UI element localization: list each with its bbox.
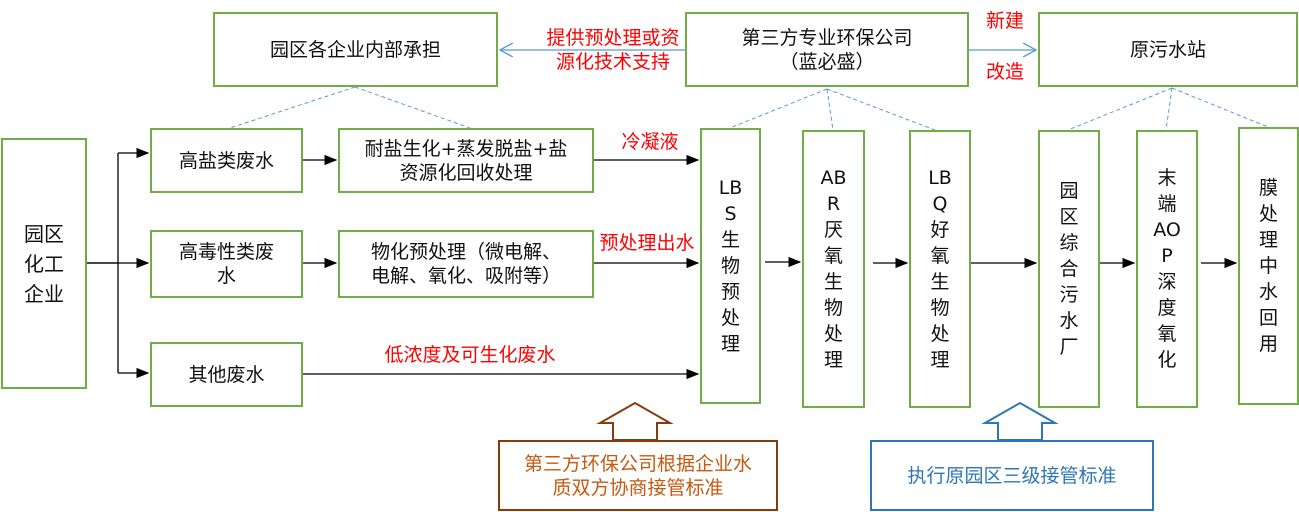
aop-stage-box: 末 端 AO P 深 度 氧 化 [1136,130,1198,408]
lbs-stage-box: LB S 生 物 预 处 理 [700,128,761,404]
up-arrow-brown [596,401,674,441]
other-wastewater-box: 其他废水 [150,342,303,407]
support-label: 提供预处理或资 源化技术支持 [546,27,680,73]
new-build-label: 新建 [985,10,1024,32]
chemical-enterprise-box: 园区 化工 企业 [1,138,87,389]
park-wwtp-box: 园 区 综 合 污 水 厂 [1038,130,1100,408]
third-party-box: 第三方专业环保公司 （蓝必盛） [685,12,969,87]
internal-box: 园区各企业内部承担 [213,12,498,87]
renovate-label: 改造 [985,61,1024,83]
high-toxic-box: 高毒性类废 水 [150,230,303,298]
original-station-box: 原污水站 [1038,12,1298,87]
condensate-label: 冷凝液 [621,131,679,153]
negotiate-note: 第三方环保公司根据企业水 质双方协商接管标准 [498,440,778,511]
standard-note: 执行原园区三级接管标准 [870,440,1154,511]
abr-stage-box: AB R 厌 氧 生 物 处 理 [802,130,865,408]
up-arrow-blue [981,401,1059,441]
toxic-pretreatment-box: 物化预处理（微电解、 电解、氧化、吸附等） [338,230,594,298]
salt-treatment-box: 耐盐生化+蒸发脱盐+盐 资源化回收处理 [338,128,594,193]
membrane-reuse-box: 膜 处 理 中 水 回 用 [1238,127,1299,405]
high-salt-box: 高盐类废水 [150,128,303,193]
low-concentration-label: 低浓度及可生化废水 [384,344,556,366]
pretreated-effluent-label: 预处理出水 [599,232,695,254]
lbq-stage-box: LB Q 好 氧 生 物 处 理 [909,130,971,408]
